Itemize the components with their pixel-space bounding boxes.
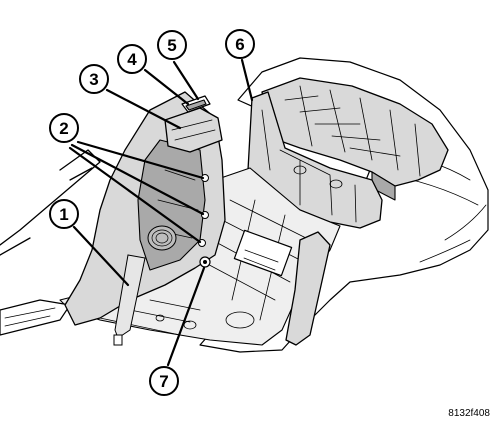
leader-lines bbox=[68, 58, 254, 367]
callout-4-label: 4 bbox=[127, 50, 137, 69]
callout-6-label: 6 bbox=[235, 35, 244, 54]
leader-5 bbox=[172, 60, 200, 101]
leader-2c bbox=[68, 146, 202, 244]
callout-3-label: 3 bbox=[89, 70, 98, 89]
seat-belt-webbing bbox=[113, 254, 146, 346]
push-pin-retainer bbox=[199, 256, 211, 268]
door-sill bbox=[0, 149, 101, 336]
callout-6: 6 bbox=[225, 29, 255, 59]
callout-2-label: 2 bbox=[59, 119, 68, 138]
leader-3 bbox=[105, 88, 182, 130]
leader-1 bbox=[72, 225, 130, 287]
callout-7: 7 bbox=[149, 366, 179, 396]
callout-5-label: 5 bbox=[167, 36, 176, 55]
leader-7 bbox=[166, 266, 206, 367]
callout-1-label: 1 bbox=[59, 205, 68, 224]
speaker-grille bbox=[147, 225, 177, 251]
callout-7-label: 7 bbox=[159, 372, 168, 391]
callout-1: 1 bbox=[49, 199, 79, 229]
leader-2a bbox=[76, 140, 205, 180]
callout-4: 4 bbox=[117, 44, 147, 74]
c-pillar bbox=[285, 231, 331, 346]
leader-6 bbox=[240, 58, 254, 102]
figure-id: 8132f408 bbox=[448, 408, 490, 419]
callout-2: 2 bbox=[49, 113, 79, 143]
callout-3: 3 bbox=[79, 64, 109, 94]
callout-5: 5 bbox=[157, 30, 187, 60]
leader-2b bbox=[70, 143, 205, 216]
leader-4 bbox=[143, 68, 190, 106]
